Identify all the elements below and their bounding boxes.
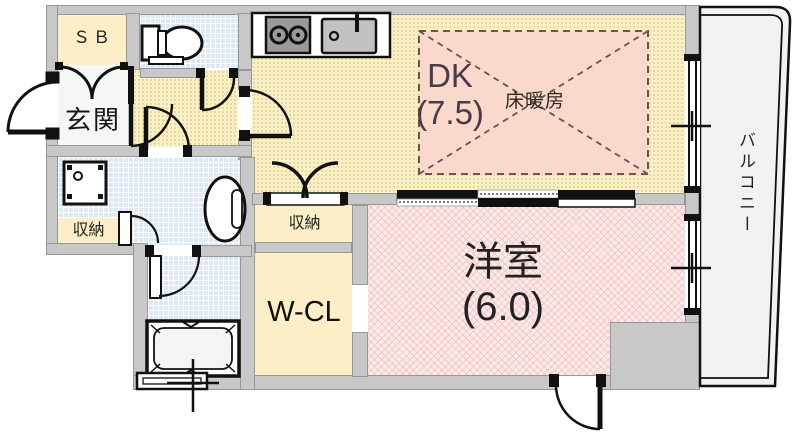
label-western-room: 洋室 (6.0) (428, 240, 578, 330)
bathroom-door (145, 245, 201, 299)
dk-door (239, 86, 293, 141)
kitchen-sink-icon (320, 14, 378, 55)
toilet-icon (140, 24, 204, 65)
entrance-hall-door (128, 66, 174, 148)
label-shoe-box: ＳＢ (73, 28, 113, 47)
washroom-door (139, 105, 192, 157)
bathtub-icon (145, 319, 241, 378)
shoe-box-doors (55, 62, 128, 100)
label-entrance: 玄関 (64, 105, 121, 135)
stove-icon (264, 15, 312, 55)
label-storage-washroom: 収納 (72, 222, 105, 239)
sliding-door (396, 189, 636, 208)
floor-heating-area (418, 30, 649, 175)
wall-shuno-wcl (255, 242, 352, 253)
label-dk-size: (7.5) (416, 93, 484, 131)
label-balcony: バルコニー (736, 130, 756, 236)
label-floor-heating: 床暖房 (504, 91, 565, 112)
storage-double-door (263, 161, 348, 206)
label-western-size: (6.0) (461, 284, 545, 329)
label-storage-hall: 収納 (288, 215, 321, 232)
label-dk: DK (7.5) (405, 57, 495, 132)
label-walk-in-closet: W-CL (267, 296, 341, 328)
dk-window (671, 54, 711, 193)
wall-wcl-west-2 (352, 332, 368, 377)
storage-washroom-door (118, 211, 160, 246)
western-window (671, 214, 711, 315)
wall-pillar (610, 322, 700, 390)
entrance-door (6, 71, 60, 140)
room-storage-hall (255, 205, 352, 242)
label-dk-name: DK (427, 57, 473, 94)
room-storage-washroom (58, 218, 118, 243)
room-shoe-box (58, 13, 126, 65)
western-room-door (549, 374, 606, 431)
label-western-name: 洋室 (463, 240, 543, 284)
wash-basin-icon (203, 175, 247, 243)
kitchen-counter (250, 11, 392, 59)
room-entrance (58, 65, 133, 147)
wall-wcl-west-1 (352, 205, 368, 285)
bath-window (135, 359, 219, 412)
balcony-outline (698, 5, 792, 388)
washing-machine-icon (62, 160, 108, 206)
toilet-door (196, 68, 238, 112)
room-walk-in-closet (255, 253, 352, 377)
